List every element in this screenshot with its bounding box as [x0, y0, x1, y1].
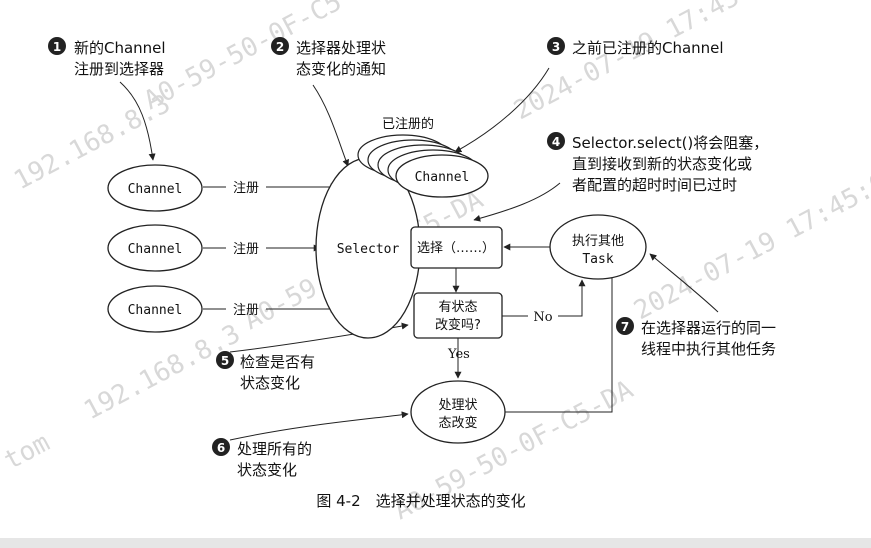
register-label: 注册 [233, 303, 259, 318]
step-badge-icon [547, 132, 565, 150]
select-box: 选择（……） [410, 226, 503, 269]
annotation-text: Selector.select()将会阻塞， [572, 134, 768, 152]
select-label: 选择（……） [417, 241, 495, 256]
watermark-text: A0-59-50-0F-C5-DA [139, 0, 388, 116]
channel-label: Channel [128, 303, 183, 318]
channel-label: Channel [128, 242, 183, 257]
annotation-1: 1 新的Channel 注册到选择器 [48, 37, 166, 78]
watermark-text: 2024-07-19 17:45:0 [509, 0, 772, 126]
annotation-text: 态变化的通知 [296, 60, 386, 78]
step-badge-icon [212, 438, 230, 456]
annotation-text: 注册到选择器 [74, 60, 164, 78]
annotation-7: 7 在选择器运行的同一 线程中执行其他任务 [616, 317, 776, 358]
step-number: 1 [53, 40, 61, 54]
annotation-text: 线程中执行其他任务 [641, 340, 776, 358]
callout-arrow-3 [454, 67, 550, 153]
channel-node-2: Channel [107, 224, 203, 272]
annotation-text: 检查是否有 [240, 353, 315, 371]
registered-channel-label: Channel [415, 170, 470, 185]
callout-arrow-4 [473, 182, 561, 222]
process-state-label: 处理状 [438, 398, 477, 413]
selector-label: Selector [337, 242, 400, 257]
annotation-text: 状态变化 [237, 461, 297, 479]
annotation-3: 3 之前已注册的Channel [547, 37, 724, 57]
edge-no-b [558, 279, 586, 317]
register-edges: 注册 注册 注册 [203, 181, 338, 318]
annotation-5: 5 检查是否有 状态变化 [216, 351, 315, 392]
registered-channels-stack: 已注册的 Channel [357, 116, 489, 198]
step-badge-icon [48, 37, 66, 55]
channel-node-1: Channel [107, 164, 203, 212]
step-number: 3 [552, 40, 560, 54]
watermark-text: tom [0, 428, 55, 477]
state-check-box: 有状态 改变吗? [413, 292, 503, 339]
annotation-text: 新的Channel [74, 39, 166, 57]
annotation-text: 选择器处理状 [296, 39, 386, 57]
callout-arrow-2 [312, 84, 350, 167]
yes-label: Yes [447, 347, 470, 362]
annotation-text: 者配置的超时时间已过时 [572, 176, 737, 194]
other-task-label: 执行其他 [572, 234, 624, 249]
figure-caption: 图 4-2 选择并处理状态的变化 [316, 492, 525, 510]
callout-arrows [119, 67, 719, 441]
no-label: No [533, 310, 552, 325]
step-number: 2 [276, 40, 284, 54]
register-label: 注册 [233, 242, 259, 257]
state-check-label: 有状态 [438, 300, 477, 315]
bottom-band [0, 538, 871, 548]
other-task-node: 执行其他 Task [549, 214, 647, 280]
step-badge-icon [271, 37, 289, 55]
channel-node-3: Channel [107, 285, 203, 333]
edge-process-to-task [505, 269, 616, 413]
annotation-text: 处理所有的 [237, 440, 312, 458]
step-badge-icon [216, 351, 234, 369]
step-badge-icon [616, 317, 634, 335]
process-state-node: 处理状 态改变 [410, 380, 506, 444]
step-number: 6 [217, 441, 225, 455]
step-badge-icon [547, 37, 565, 55]
register-label: 注册 [233, 181, 259, 196]
annotation-text: 直到接收到新的状态变化或 [572, 155, 752, 173]
callout-arrow-1 [119, 81, 156, 161]
channel-label: Channel [128, 182, 183, 197]
step-number: 7 [621, 320, 629, 334]
step-number: 5 [221, 354, 229, 368]
annotation-2: 2 选择器处理状 态变化的通知 [271, 37, 386, 78]
callout-arrow-6 [229, 411, 409, 441]
annotation-6: 6 处理所有的 状态变化 [212, 438, 312, 479]
state-check-label: 改变吗? [435, 317, 481, 333]
step-number: 4 [552, 135, 560, 149]
annotation-text: 之前已注册的Channel [572, 39, 724, 57]
process-state-label: 态改变 [438, 415, 477, 431]
callout-arrow-7 [649, 253, 719, 313]
watermark-text: 192.168.8.3 [79, 319, 245, 426]
annotation-4: 4 Selector.select()将会阻塞， 直到接收到新的状态变化或 者配… [547, 132, 768, 194]
registered-label: 已注册的 [382, 116, 434, 132]
annotation-text: 在选择器运行的同一 [641, 319, 776, 337]
annotation-text: 状态变化 [240, 374, 300, 392]
other-task-label: Task [582, 252, 613, 267]
